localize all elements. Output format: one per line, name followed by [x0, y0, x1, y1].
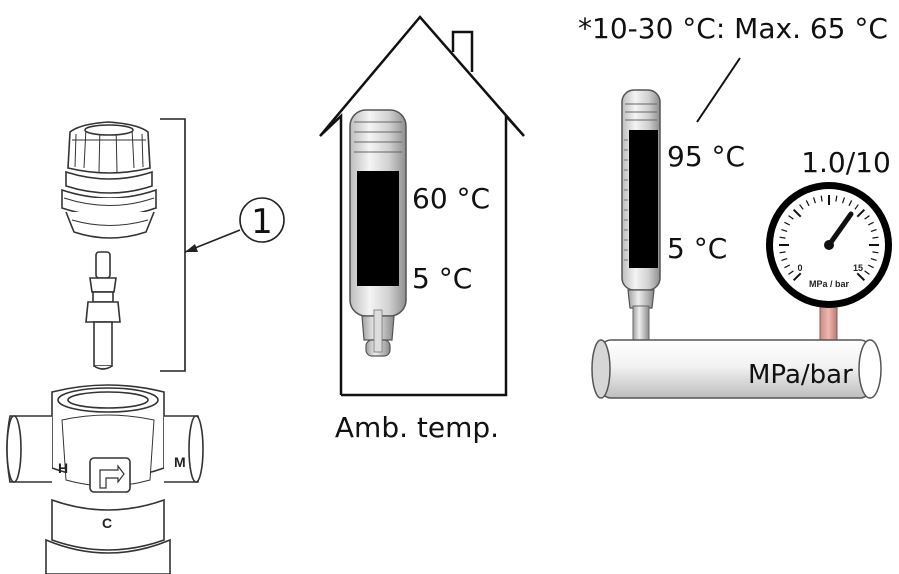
- gauge-tick: [781, 258, 788, 262]
- gauge-tick: [867, 264, 874, 269]
- pipe-label: MPa/bar: [748, 360, 853, 390]
- gauge-min-label: 0: [797, 263, 802, 273]
- house-thermometer: [349, 109, 407, 357]
- gauge-tick: [792, 208, 802, 218]
- gauge-tick: [870, 228, 877, 232]
- valve-port-right-label: M: [174, 454, 186, 470]
- gauge-tick: [792, 272, 802, 282]
- house-caption: Amb. temp.: [335, 411, 499, 444]
- house-outline: [319, 15, 525, 397]
- gauge-tick: [854, 204, 859, 210]
- house-thermometer-window: [357, 171, 399, 286]
- gauge-tick: [835, 195, 838, 202]
- callout-bracket: [160, 118, 186, 372]
- house-thermometer-max-label: 60 °C: [412, 182, 490, 215]
- pipe-thermometer: [621, 89, 661, 347]
- valve-cap: [61, 121, 157, 239]
- valve-assembly: H M C: [6, 121, 204, 574]
- gauge-ticks: [779, 195, 879, 282]
- pipe: [591, 339, 882, 399]
- gauge-tick: [864, 215, 870, 220]
- gauge-tick: [779, 236, 786, 239]
- pipe-thermometer-min-label: 5 °C: [667, 232, 727, 265]
- gauge-tick: [864, 270, 870, 275]
- pipe-thermometer-max-label: 95 °C: [667, 140, 745, 173]
- gauge-tick: [788, 215, 794, 220]
- house: [319, 15, 525, 397]
- gauge-needle: [826, 211, 854, 248]
- gauge-tick: [781, 228, 788, 232]
- gauge-tick: [856, 208, 866, 218]
- gauge-tick: [812, 197, 816, 204]
- note-leader-line: [696, 57, 741, 123]
- valve-port-left-label: H: [58, 460, 68, 476]
- gauge-tick: [779, 251, 786, 254]
- gauge-rating: 1.0/10: [801, 146, 891, 179]
- gauge-tick: [872, 251, 879, 254]
- gauge-tick: [788, 270, 794, 275]
- gauge-tick: [799, 204, 804, 210]
- valve-port-bottom-label: C: [102, 515, 112, 531]
- callout-number: 1: [251, 202, 273, 242]
- gauge-tick: [784, 221, 791, 226]
- pipe-thermometer-window: [629, 130, 658, 268]
- callout-circle: [239, 197, 285, 243]
- gauge-unit-label: MPa / bar: [809, 279, 850, 289]
- house-chimney: [451, 30, 474, 72]
- gauge-tick: [872, 236, 879, 239]
- gauge-tick: [842, 197, 846, 204]
- callout-arrowhead: [185, 244, 198, 252]
- gauge-tick: [820, 195, 823, 202]
- gauge-tick: [848, 200, 853, 207]
- valve-body: [6, 384, 204, 574]
- valve-sensor: [85, 251, 121, 370]
- gauge-tick: [856, 272, 866, 282]
- gauge-tick: [870, 258, 877, 262]
- gauge-tick: [784, 264, 791, 269]
- gauge-tick: [805, 200, 810, 207]
- gauge-tick: [867, 221, 874, 226]
- pressure-gauge: [766, 182, 892, 308]
- callout: [160, 118, 285, 372]
- gauge-max-label: 15: [853, 263, 863, 273]
- temperature-note: *10-30 °C: Max. 65 °C: [578, 12, 888, 45]
- house-thermometer-min-label: 5 °C: [412, 262, 472, 295]
